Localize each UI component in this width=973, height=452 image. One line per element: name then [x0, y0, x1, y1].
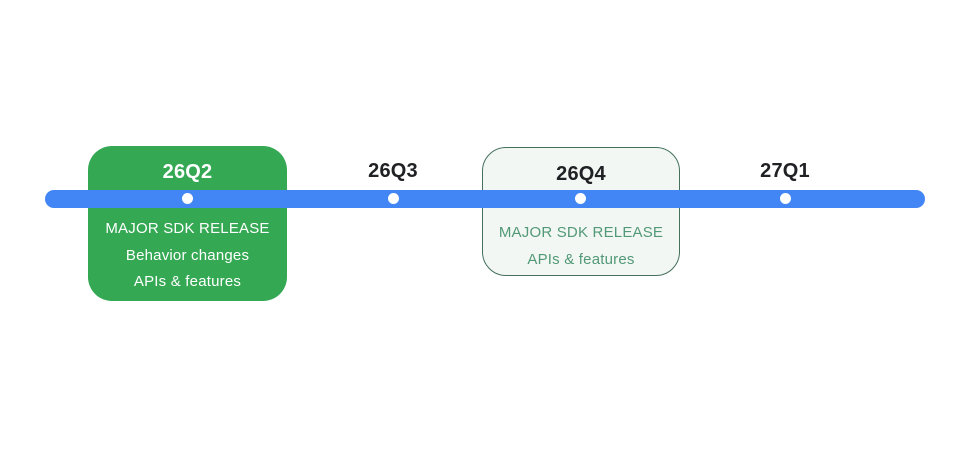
milestone-details-26q2: MAJOR SDK RELEASE Behavior changes APIs …	[88, 216, 287, 296]
milestone-label-27q1: 27Q1	[760, 160, 810, 182]
milestone-detail-line: Behavior changes	[125, 246, 250, 264]
milestone-title-26q2: 26Q2	[162, 161, 213, 183]
timeline-dot-26q3	[388, 193, 399, 204]
milestone-details-26q4: MAJOR SDK RELEASE APIs & features	[483, 219, 679, 273]
milestone-detail-line: APIs & features	[527, 251, 635, 268]
milestone-card-26q2: 26Q2 MAJOR SDK RELEASE Behavior changes …	[88, 146, 287, 301]
milestone-detail-line: APIs & features	[133, 273, 242, 290]
timeline-dot-26q4	[575, 193, 586, 204]
timeline-dot-26q2	[182, 193, 193, 204]
milestone-label-26q3: 26Q3	[368, 160, 418, 182]
milestone-detail-line: MAJOR SDK RELEASE	[498, 224, 664, 241]
timeline-dot-27q1	[780, 193, 791, 204]
timeline-bar	[45, 190, 925, 208]
milestone-detail-line: MAJOR SDK RELEASE	[105, 220, 270, 237]
milestone-title-26q4: 26Q4	[556, 163, 606, 185]
milestone-card-26q4: 26Q4 MAJOR SDK RELEASE APIs & features	[482, 147, 680, 276]
